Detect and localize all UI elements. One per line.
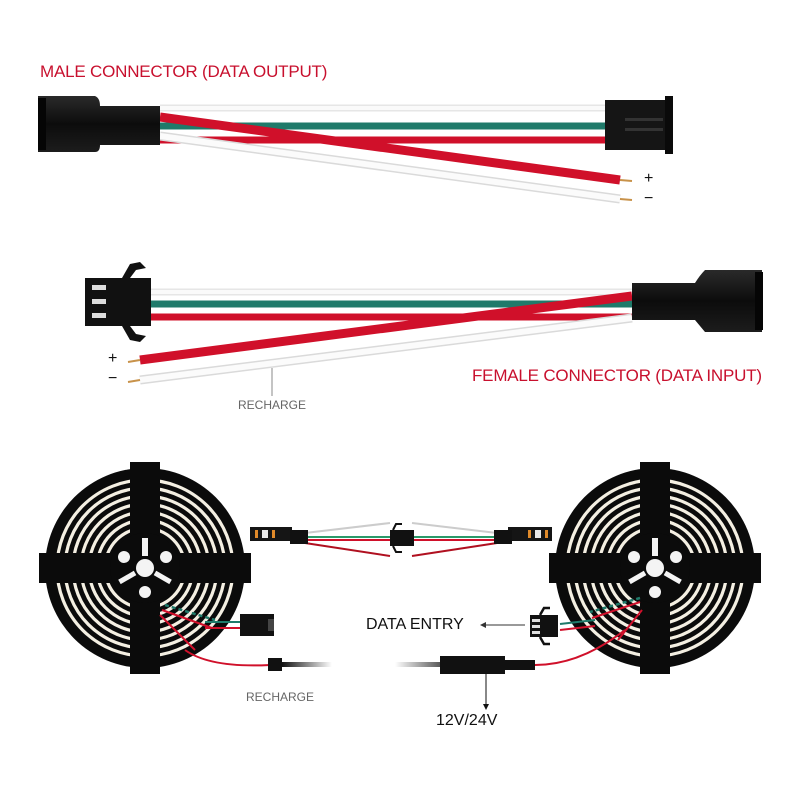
data-entry-label: DATA ENTRY <box>366 616 464 633</box>
data-entry-arrow-icon <box>480 622 525 628</box>
recharge-power-cable <box>184 629 626 710</box>
reel-hub-icon <box>628 538 682 598</box>
minus-sign-top: − <box>644 190 654 207</box>
voltage-label: 12V/24V <box>436 712 498 729</box>
male-connector-cable <box>38 96 673 204</box>
left-data-connector <box>205 614 274 636</box>
recharge-label-top: RECHARGE <box>238 398 307 412</box>
reel-hub-icon <box>118 538 172 598</box>
led-strip-reel-left <box>39 462 251 674</box>
male-connector-title: MALE CONNECTOR (DATA OUTPUT) <box>40 62 328 81</box>
female-connector-title: FEMALE CONNECTOR (DATA INPUT) <box>472 366 762 385</box>
minus-sign-mid: − <box>108 370 118 387</box>
led-strip-reel-right <box>549 462 761 674</box>
female-plug-housing <box>85 262 151 342</box>
reel-link-connector <box>290 522 512 557</box>
male-connector-boot <box>38 96 160 152</box>
female-connector-boot <box>632 270 762 332</box>
wire-red-power <box>139 291 633 365</box>
data-entry-plug <box>530 606 596 646</box>
recharge-label-bottom: RECHARGE <box>246 690 315 704</box>
plus-sign-top: + <box>644 170 654 187</box>
male-plug-housing <box>605 96 673 154</box>
strip-head-left <box>250 527 292 541</box>
wire-red-power <box>159 112 621 185</box>
strip-head-right <box>508 527 552 541</box>
plus-sign-mid: + <box>108 350 118 367</box>
female-connector-cable <box>85 262 763 396</box>
